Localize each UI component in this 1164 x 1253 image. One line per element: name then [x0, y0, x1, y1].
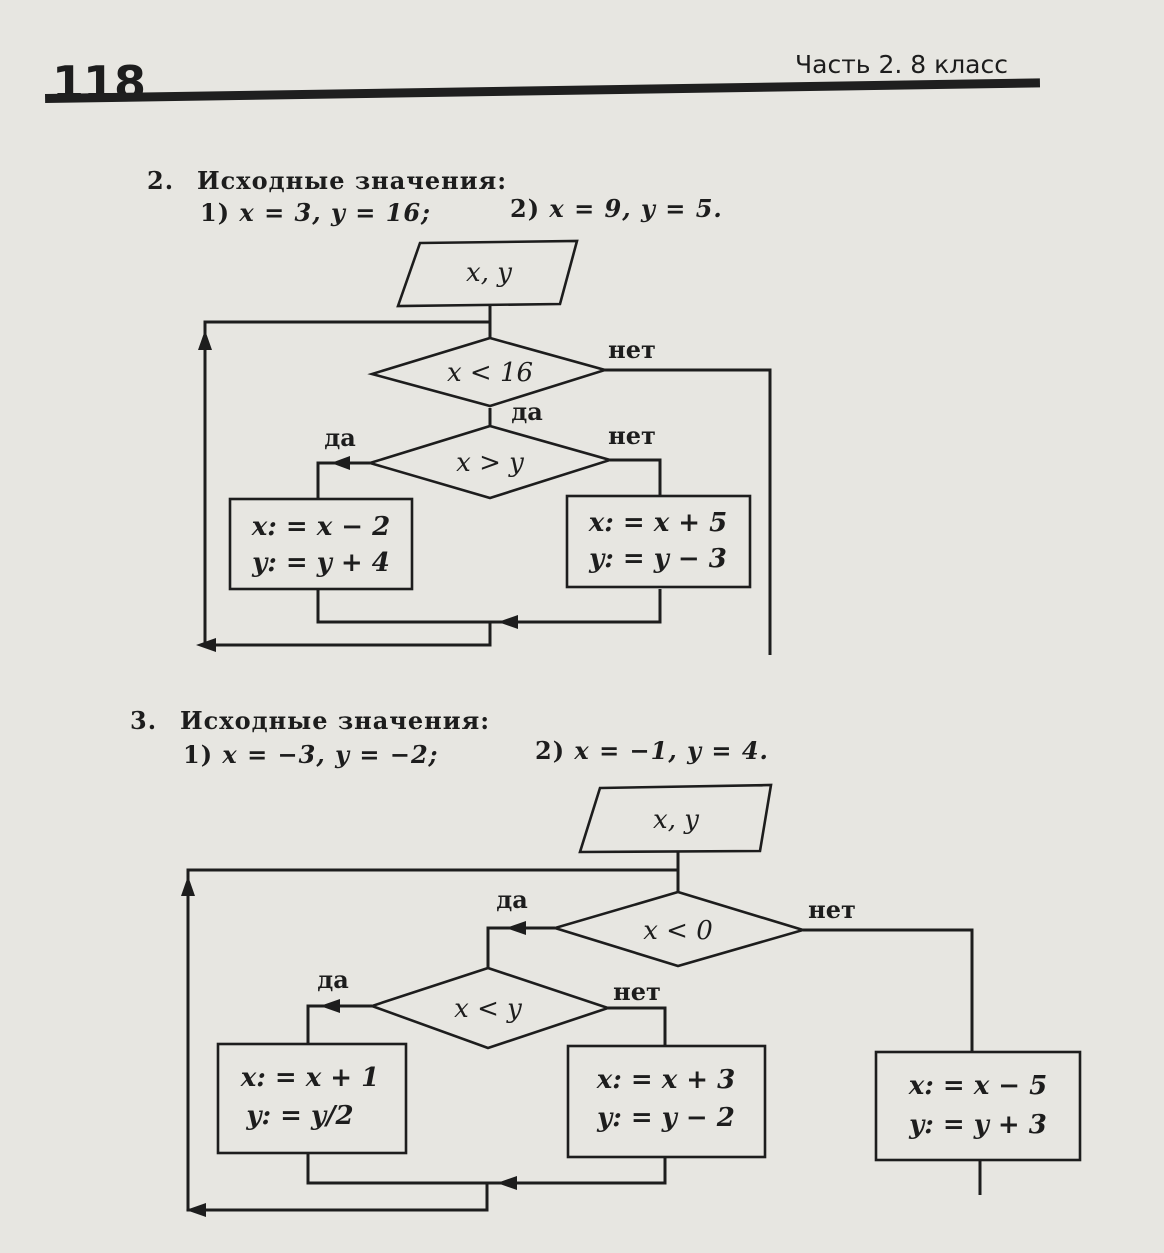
- flowchart-2-yes-block: [228, 497, 414, 591]
- task-2-case-1-label: 1): [200, 198, 231, 227]
- flowchart-3: x, y x < 0 да нет x < y да нет x: = x + …: [181, 783, 1082, 1217]
- flowchart-2-no-block: [565, 494, 752, 589]
- flowchart-3-no-block-line-2: y: = y − 2: [596, 1103, 735, 1133]
- task-2-case-2-values: x = 9, y = 5.: [549, 194, 723, 223]
- flowchart-2-no-block-line-1: x: = x + 5: [588, 508, 727, 538]
- task-3-case-2-values: x = −1, y = 4.: [574, 736, 769, 765]
- flowchart-3-decision-inner-label: x < y: [454, 994, 522, 1024]
- flowchart-2-inner-no: нет: [608, 421, 656, 450]
- flowchart-3-outer-no: нет: [808, 895, 856, 924]
- flowchart-3-outer-yes: да: [496, 885, 528, 914]
- flowchart-3-yes-block: [216, 1042, 408, 1155]
- flowchart-2-input: [396, 239, 579, 308]
- part-label: Часть 2. 8 класс: [795, 50, 1008, 79]
- flowchart-2-outer-yes: да: [511, 397, 543, 426]
- flowchart-3-arrows: [181, 876, 526, 1217]
- flowchart-2-outer-no: нет: [608, 335, 656, 364]
- flowchart-3-outer-no-block-line-2: y: = y + 3: [908, 1110, 1047, 1140]
- task-3-case-2-label: 2): [535, 736, 566, 765]
- flowchart-3-decision-inner: [368, 966, 613, 1050]
- flowchart-2-yes-block-line-2: y: = y + 4: [251, 548, 390, 578]
- flowchart-3-no-block-line-1: x: = x + 3: [596, 1065, 735, 1095]
- task-3-heading-text: Исходные значения:: [180, 706, 491, 735]
- task-3-heading: 3. Исходные значения:: [130, 706, 490, 735]
- flowchart-3-inner-no: нет: [613, 977, 661, 1006]
- task-2-heading: 2. Исходные значения:: [147, 166, 507, 195]
- task-2-case-2-label: 2): [510, 194, 541, 223]
- flowchart-3-outer-no-block: [874, 1050, 1082, 1162]
- flowchart-2: x, y x < 16 нет да x > y да нет x: = x −…: [196, 239, 772, 655]
- flowchart-2-decision-inner-label: x > y: [456, 448, 524, 478]
- flowchart-3-decision-outer: [550, 890, 808, 968]
- flowchart-3-inner-yes: да: [317, 965, 349, 994]
- flowchart-3-input: [578, 783, 773, 854]
- flowchart-3-outer-no-block-line-1: x: = x − 5: [908, 1071, 1047, 1101]
- flowchart-2-decision-outer-label: x < 16: [447, 358, 533, 388]
- flowchart-2-arrows: [196, 330, 518, 652]
- flowchart-2-decision-outer: [367, 336, 610, 408]
- task-2-case-1-values: x = 3, y = 16;: [239, 198, 431, 227]
- task-2-number: 2.: [147, 166, 175, 195]
- flowchart-3-decision-outer-label: x < 0: [643, 916, 713, 946]
- flowchart-2-yes-block-line-1: x: = x − 2: [251, 512, 390, 542]
- task-3-case-1-values: x = −3, y = −2;: [222, 740, 439, 769]
- task-3-number: 3.: [130, 706, 158, 735]
- flowchart-3-yes-block-line-1: x: = x + 1: [240, 1063, 379, 1093]
- flowchart-2-decision-inner: [365, 424, 615, 500]
- flowchart-2-no-block-line-2: y: = y − 3: [588, 544, 727, 574]
- flowchart-3-yes-block-line-2: y: = y/2: [245, 1101, 353, 1131]
- task-3-case-1: 1) x = −3, y = −2;: [183, 740, 439, 769]
- task-2-case-1: 1) x = 3, y = 16;: [200, 198, 431, 227]
- flowchart-2-inner-yes: да: [324, 423, 356, 452]
- flowchart-2-input-label: x, y: [466, 258, 512, 288]
- task-3-case-2: 2) x = −1, y = 4.: [535, 736, 769, 765]
- task-3-case-1-label: 1): [183, 740, 214, 769]
- task-2-heading-text: Исходные значения:: [197, 166, 508, 195]
- flowchart-3-input-label: x, y: [653, 805, 699, 835]
- flowchart-3-no-block: [566, 1044, 767, 1159]
- task-2-case-2: 2) x = 9, y = 5.: [510, 194, 723, 223]
